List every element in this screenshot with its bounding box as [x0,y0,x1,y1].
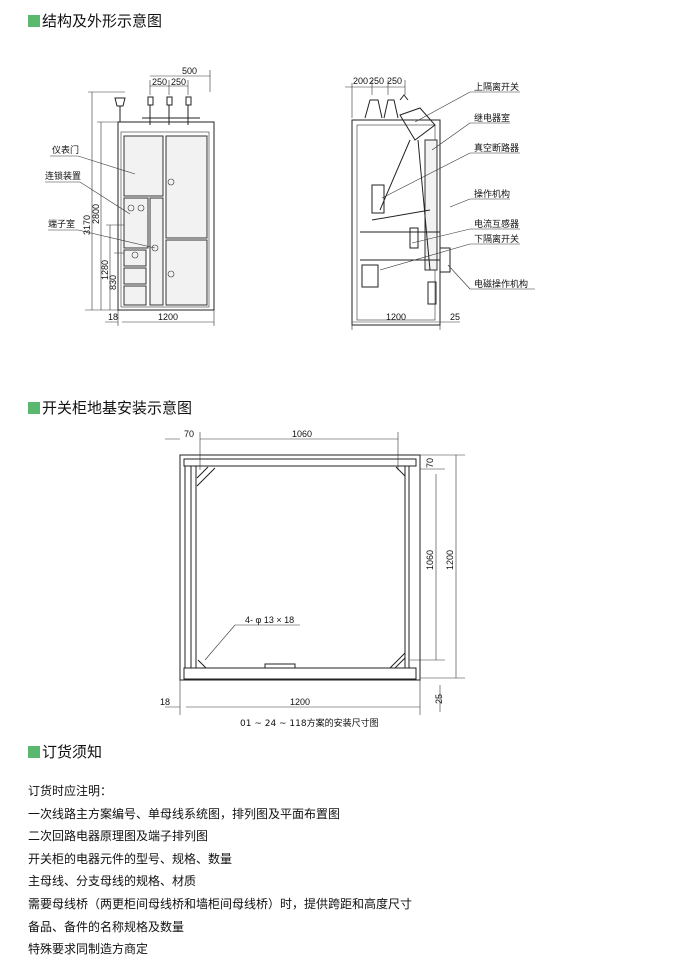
label-lower-isolator: 下隔离开关 [474,233,519,245]
note-line: 开关柜的电器元件的型号、规格、数量 [28,851,233,866]
dim-2800: 2800 [91,204,101,224]
dim-1200-bottom: 1200 [290,697,310,707]
section-title: 结构及外形示意图 [42,12,163,30]
label-operating-mechanism: 操作机构 [474,188,510,200]
dim-3170: 3170 [82,215,92,235]
foundation-plan-drawing: 70 1060 70 1060 1200 18 1200 25 4- φ 13 … [160,429,465,729]
dim-250a: 250 [152,77,167,87]
label-relay-room: 继电器室 [474,112,510,124]
section-title: 开关柜地基安装示意图 [42,399,193,417]
label-upper-isolator: 上隔离开关 [474,81,519,93]
note-line: 二次回路电器原理图及端子排列图 [28,829,209,844]
note-line: 备品、备件的名称规格及数量 [28,919,185,934]
label-current-transformer: 电流互感器 [474,218,519,230]
dim-1200-right: 1200 [445,550,455,570]
dim-18: 18 [108,312,118,322]
dim-250b: 250 [171,77,186,87]
label-mounting-holes: 4- φ 13 × 18 [245,615,294,625]
dim-1280: 1280 [100,260,110,280]
note-line: 特殊要求同制造方商定 [28,942,149,957]
dim-250a: 250 [369,76,384,86]
front-view-drawing: 500 250 250 3170 2800 1280 830 18 1200 仪… [45,66,215,326]
dim-18: 18 [160,697,170,707]
section-heading-foundation: 开关柜地基安装示意图 [28,397,192,418]
green-square-icon [28,14,40,27]
dim-1060-right: 1060 [425,550,435,570]
section-title: 订货须知 [42,743,103,761]
section-heading-ordering: 订货须知 [28,741,102,762]
note-line: 需要母线桥（两更柜间母线桥和墙柜间母线桥）时，提供跨距和高度尺寸 [28,896,413,911]
dim-70-right: 70 [425,458,435,468]
section-heading-structure: 结构及外形示意图 [28,10,162,31]
label-em-mechanism: 电磁操作机构 [474,278,528,290]
dim-25: 25 [434,694,444,704]
dim-1060-top: 1060 [292,429,312,439]
label-vacuum-breaker: 真空断路器 [474,142,519,154]
label-meter-door: 仪表门 [52,144,79,156]
dim-500: 500 [182,66,197,76]
drawing-caption: 01 ~ 24 ~ 118方案的安装尺寸图 [240,717,379,729]
note-line: 主母线、分支母线的规格、材质 [28,874,197,889]
note-line: 一次线路主方案编号、单母线系统图，排列图及平面布置图 [28,806,341,821]
dim-70-top: 70 [184,429,194,439]
dim-250b: 250 [387,76,402,86]
dim-1200: 1200 [386,312,406,322]
green-square-icon [28,401,40,414]
dim-830: 830 [108,275,118,290]
green-square-icon [28,745,40,758]
ordering-notes: 订货时应注明： 一次线路主方案编号、单母线系统图，排列图及平面布置图 二次回路电… [28,780,412,961]
dim-1200: 1200 [158,312,178,322]
dim-25: 25 [450,312,460,322]
dim-200: 200 [353,76,368,86]
note-line: 订货时应注明： [28,784,113,798]
label-terminal-room: 端子室 [48,218,75,230]
side-view-drawing: 200 250 250 1200 25 上隔离开关 继电器室 真空断路器 操作机… [345,76,535,330]
label-interlock: 连锁装置 [45,170,81,182]
